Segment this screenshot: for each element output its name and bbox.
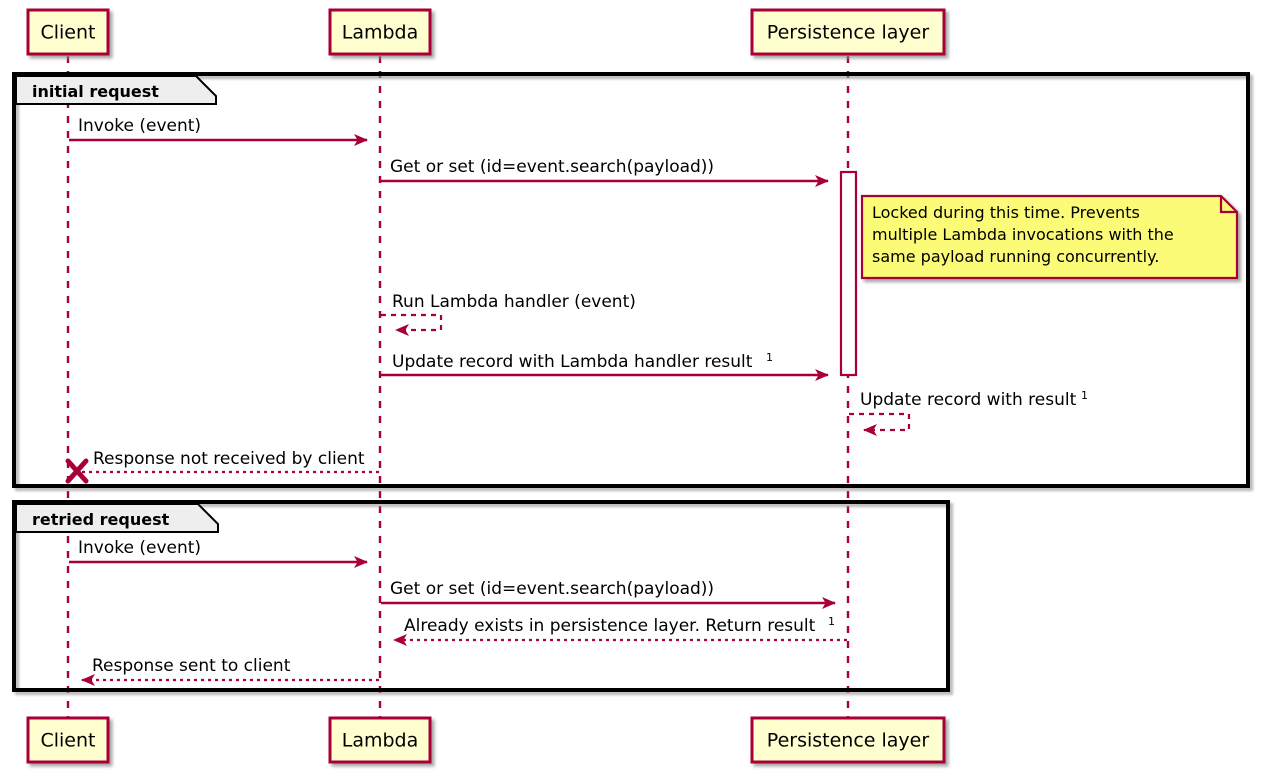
participant-box-client-top[interactable]: Client (26, 8, 110, 56)
group-frame-retried (12, 500, 950, 692)
note-fold-icon (1219, 196, 1237, 214)
message-already-exists: Already exists in persistence layer. Ret… (393, 615, 847, 646)
message-response-not-received: Response not received by client (65, 449, 379, 484)
message-label-m3: Run Lambda handler (event) (392, 292, 636, 312)
note-line-3: same payload running concurrently. (872, 247, 1159, 266)
message-label-m6: Response not received by client (93, 449, 365, 469)
group-label-initial: initial request (32, 82, 159, 101)
participant-box-persistence-top[interactable]: Persistence layer (750, 8, 946, 56)
group-frame-initial (12, 72, 1250, 488)
participant-label-client-top: Client (40, 22, 95, 44)
participant-box-persistence-bottom[interactable]: Persistence layer (750, 716, 946, 764)
message-label-m1: Invoke (event) (78, 116, 201, 136)
message-superscript-m9: 1 (828, 615, 835, 628)
message-label-m4: Update record with Lambda handler result (392, 352, 753, 372)
message-invoke-event-initial: Invoke (event) (69, 116, 368, 146)
message-get-or-set-retried: Get or set (id=event.search(payload)) (381, 579, 836, 609)
note-locked-during-this-time: Locked during this time. Prevents multip… (860, 194, 1239, 280)
message-run-lambda-handler: Run Lambda handler (event) (381, 292, 636, 336)
message-arrow-m5-self (849, 412, 911, 436)
message-superscript-m4: 1 (766, 351, 773, 364)
group-label-tab-initial (15, 75, 217, 105)
participant-rect-persistence-top (750, 8, 946, 56)
message-label-m9: Already exists in persistence layer. Ret… (404, 616, 816, 636)
note-body (860, 194, 1239, 280)
message-get-or-set-initial: Get or set (id=event.search(payload)) (381, 157, 829, 187)
note-line-2: multiple Lambda invocations with the (872, 225, 1174, 244)
participant-box-lambda-bottom[interactable]: Lambda (328, 716, 432, 764)
message-label-m2: Get or set (id=event.search(payload)) (390, 157, 714, 177)
destroy-cross-icon (65, 458, 89, 484)
participant-rect-client-top (26, 8, 110, 56)
message-arrow-m3-self (381, 313, 443, 336)
message-response-sent-to-client: Response sent to client (81, 656, 379, 686)
message-label-m5: Update record with result (860, 390, 1077, 410)
activation-bar-persistence (839, 170, 858, 377)
participant-label-persistence-bottom: Persistence layer (767, 730, 930, 752)
participant-label-client-bottom: Client (40, 730, 95, 752)
message-label-m8: Get or set (id=event.search(payload)) (390, 579, 714, 599)
message-invoke-event-retried: Invoke (event) (69, 538, 368, 568)
participant-box-client-bottom[interactable]: Client (26, 716, 110, 764)
participant-rect-client-bottom (26, 716, 110, 764)
participant-rect-lambda-bottom (328, 716, 432, 764)
message-label-m10: Response sent to client (92, 656, 291, 676)
lifelines (66, 56, 850, 718)
participant-label-lambda-bottom: Lambda (342, 730, 419, 752)
message-update-record-with-result: Update record with result 1 (849, 389, 1088, 436)
message-superscript-m5: 1 (1081, 389, 1088, 402)
note-line-1: Locked during this time. Prevents (872, 203, 1140, 222)
message-label-m7: Invoke (event) (78, 538, 201, 558)
group-initial-request: initial request (12, 72, 1250, 488)
participant-label-lambda-top: Lambda (342, 22, 419, 44)
group-label-retried: retried request (32, 510, 170, 529)
group-retried-request: retried request (12, 500, 950, 692)
message-update-record-lambda-result: Update record with Lambda handler result… (381, 351, 829, 381)
participant-box-lambda-top[interactable]: Lambda (328, 8, 432, 56)
participant-rect-lambda-top (328, 8, 432, 56)
participant-label-persistence-top: Persistence layer (767, 22, 930, 44)
group-label-tab-retried (15, 503, 219, 533)
participant-rect-persistence-bottom (750, 716, 946, 764)
